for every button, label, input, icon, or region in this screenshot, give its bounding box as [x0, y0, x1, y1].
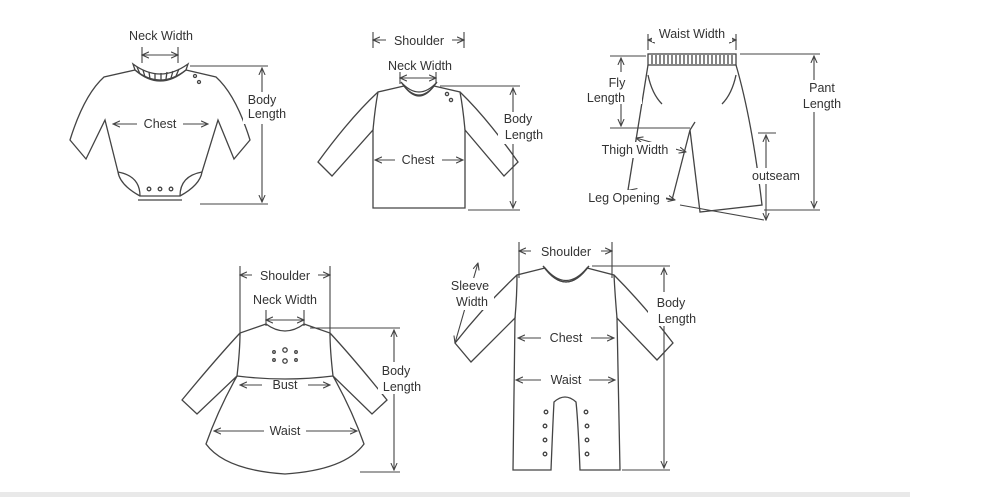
romper-waist-label: Waist: [551, 373, 582, 387]
dress-shoulder-label: Shoulder: [260, 269, 310, 283]
shirt-body-length-label-1: Body: [504, 112, 533, 126]
dress-body-length-label-2: Length: [383, 380, 421, 394]
pants-pant-length-label-1: Pant: [809, 81, 835, 95]
pants-outline: [627, 53, 763, 213]
dress-bust-label: Bust: [272, 378, 298, 392]
bodysuit-body-length-label-2: Length: [248, 107, 286, 121]
pants-diagram: Waist Width Fly Length Pant Length Thigh…: [582, 26, 846, 220]
romper-shoulder-label: Shoulder: [541, 245, 591, 259]
dress-body-length-label-1: Body: [382, 364, 411, 378]
bodysuit-outline: [69, 62, 251, 201]
pants-pant-length-label-2: Length: [803, 97, 841, 111]
shirt-body-length-label-2: Length: [505, 128, 543, 142]
bodysuit-diagram: Neck Width Chest Body Length: [69, 29, 295, 205]
bottom-divider: [0, 492, 910, 497]
pants-outseam-label: outseam: [752, 169, 800, 183]
dress-outline: [181, 323, 388, 475]
romper-body-length-label-2: Length: [658, 312, 696, 326]
pants-fly-length-label-2: Length: [587, 91, 625, 105]
dress-neck-width-label: Neck Width: [253, 293, 317, 307]
romper-diagram: Shoulder Sleeve Width Chest Waist Body L…: [444, 242, 700, 471]
romper-chest-label: Chest: [550, 331, 583, 345]
shirt-outline: [317, 81, 519, 209]
bodysuit-neck-width-label: Neck Width: [129, 29, 193, 43]
shirt-neck-width-label: Neck Width: [388, 59, 452, 73]
bodysuit-body-length-label-1: Body: [248, 93, 277, 107]
pants-waist-width-label: Waist Width: [659, 27, 725, 41]
bodysuit-chest-label: Chest: [144, 117, 177, 131]
romper-body-length-label-1: Body: [657, 296, 686, 310]
shirt-chest-label: Chest: [402, 153, 435, 167]
pants-fly-length-label-1: Fly: [609, 76, 626, 90]
shirt-diagram: Shoulder Neck Width Chest Body Length: [317, 32, 550, 211]
pants-leg-opening-label: Leg Opening: [588, 191, 660, 205]
romper-sleeve-width-label-2: Width: [456, 295, 488, 309]
dress-diagram: Shoulder Neck Width Bust Waist Body Leng…: [181, 266, 428, 475]
shirt-shoulder-label: Shoulder: [394, 34, 444, 48]
pants-thigh-width-label: Thigh Width: [602, 143, 669, 157]
romper-sleeve-width-label-1: Sleeve: [451, 279, 489, 293]
dress-waist-label: Waist: [270, 424, 301, 438]
